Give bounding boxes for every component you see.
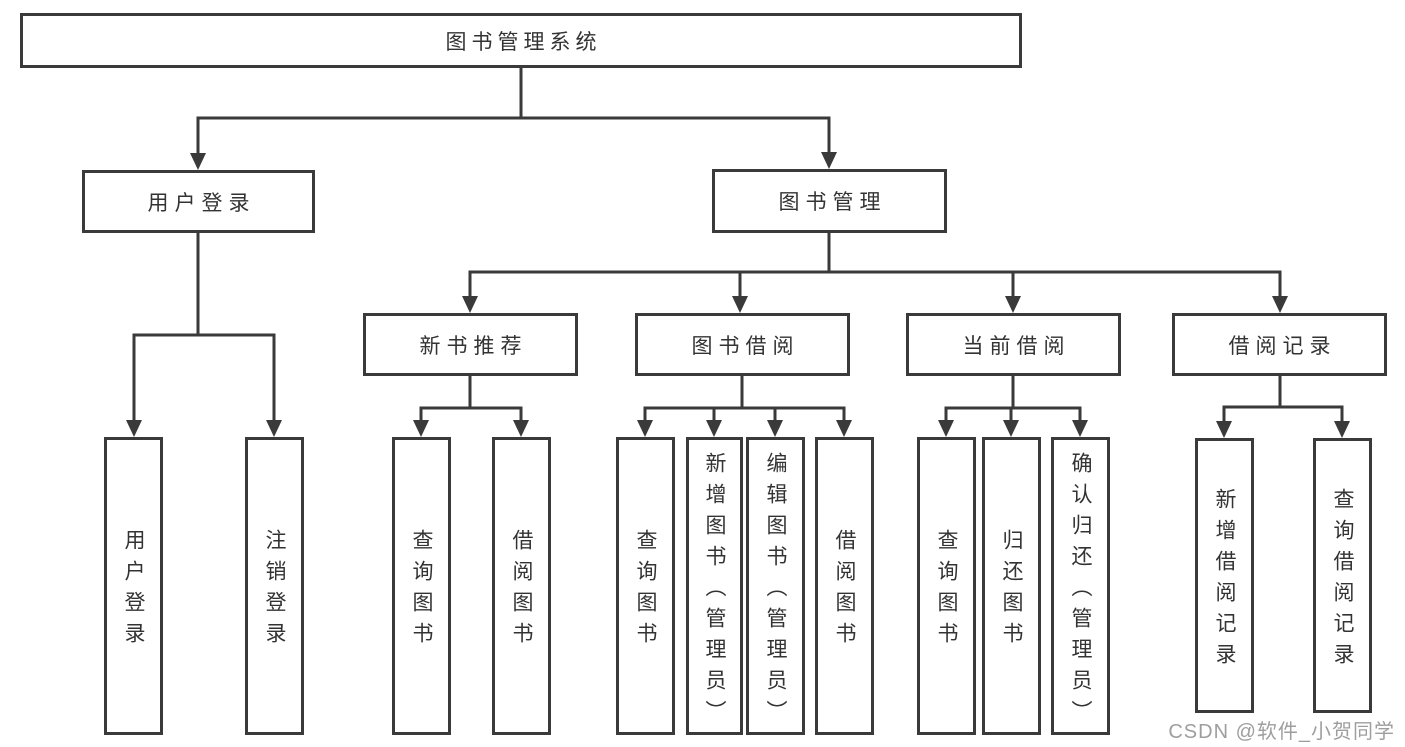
- leaf-label: 查询图书: [634, 529, 657, 653]
- arrow-icon: [1072, 420, 1088, 437]
- arrow-icon: [706, 420, 722, 437]
- node-book-borrow: 图书借阅: [635, 313, 850, 376]
- arrow-icon: [767, 420, 783, 437]
- rail-newbooks-children: [419, 374, 523, 424]
- leaf-label: 归还图书: [1000, 529, 1023, 653]
- arrow-icon: [1334, 421, 1350, 438]
- rail-bookmgmt-to-level3: [468, 231, 1282, 300]
- node-label: 图书借阅: [691, 334, 800, 358]
- rail-root-to-level2: [196, 66, 831, 156]
- leaf-query-books: 查询图书: [917, 437, 976, 735]
- arrow-icon: [938, 420, 954, 437]
- arrow-icon: [413, 420, 429, 437]
- arrow-icon: [821, 152, 837, 169]
- arrow-icon: [1005, 296, 1021, 313]
- arrow-icon: [266, 420, 282, 437]
- node-label: 图书管理系统: [445, 30, 602, 54]
- arrow-icon: [732, 296, 748, 313]
- connector-rails: [132, 66, 1344, 425]
- node-label: 图书管理: [778, 191, 887, 214]
- leaf-label: 查询图书: [935, 529, 958, 653]
- node-new-book-recommend: 新书推荐: [363, 313, 578, 376]
- leaf-label: 新增借阅记录: [1213, 487, 1236, 674]
- leaf-query-books: 查询图书: [392, 437, 451, 735]
- node-root-system: 图书管理系统: [20, 13, 1022, 68]
- arrow-icon: [190, 153, 206, 170]
- node-book-management: 图书管理: [712, 169, 947, 233]
- rail-userlogin-children: [132, 231, 276, 424]
- arrow-icon: [1216, 421, 1232, 438]
- leaf-add-borrow-record: 新增借阅记录: [1195, 438, 1254, 713]
- leaf-label: 借阅图书: [510, 529, 533, 653]
- leaf-label: 注销登录: [263, 529, 286, 653]
- rail-bookborrow-children: [643, 374, 846, 424]
- node-label: 用户登录: [147, 191, 256, 215]
- csdn-watermark: CSDN @软件_小贺同学: [1168, 721, 1395, 743]
- leaf-label: 查询图书: [410, 529, 433, 653]
- leaf-confirm-return-admin: 确认归还（管理员）: [1051, 437, 1110, 735]
- leaf-borrow-books: 借阅图书: [492, 437, 551, 735]
- leaf-label: 确认归还（管理员）: [1069, 451, 1092, 731]
- leaf-edit-books-admin: 编辑图书（管理员）: [746, 437, 805, 735]
- leaf-label: 借阅图书: [833, 529, 856, 653]
- leaf-query-books: 查询图书: [616, 437, 675, 735]
- leaf-logout: 注销登录: [245, 437, 304, 735]
- leaf-label: 新增图书（管理员）: [703, 451, 726, 731]
- node-current-borrow: 当前借阅: [906, 313, 1121, 376]
- rail-current-children: [944, 374, 1082, 424]
- node-label: 借阅记录: [1228, 334, 1337, 358]
- leaf-add-books-admin: 新增图书（管理员）: [686, 437, 743, 735]
- leaf-query-borrow-record: 查询借阅记录: [1313, 438, 1372, 713]
- leaf-label: 查询借阅记录: [1331, 487, 1354, 674]
- arrow-icon: [637, 420, 653, 437]
- node-label: 新书推荐: [419, 334, 528, 358]
- arrow-icon: [126, 420, 142, 437]
- arrow-icon: [836, 420, 852, 437]
- node-borrow-records: 借阅记录: [1172, 313, 1387, 376]
- leaf-label: 编辑图书（管理员）: [764, 451, 787, 731]
- leaf-user-login: 用户登录: [104, 437, 163, 735]
- leaf-label: 用户登录: [122, 529, 145, 653]
- arrow-icon: [513, 420, 529, 437]
- rail-records-children: [1222, 374, 1344, 425]
- node-user-login: 用户登录: [82, 170, 315, 233]
- leaf-return-books: 归还图书: [982, 437, 1041, 735]
- arrow-icon: [1003, 420, 1019, 437]
- arrow-icon: [1272, 296, 1288, 313]
- arrowheads: [126, 152, 1350, 438]
- leaf-borrow-books: 借阅图书: [815, 437, 874, 735]
- node-label: 当前借阅: [962, 334, 1071, 358]
- arrow-icon: [462, 296, 478, 313]
